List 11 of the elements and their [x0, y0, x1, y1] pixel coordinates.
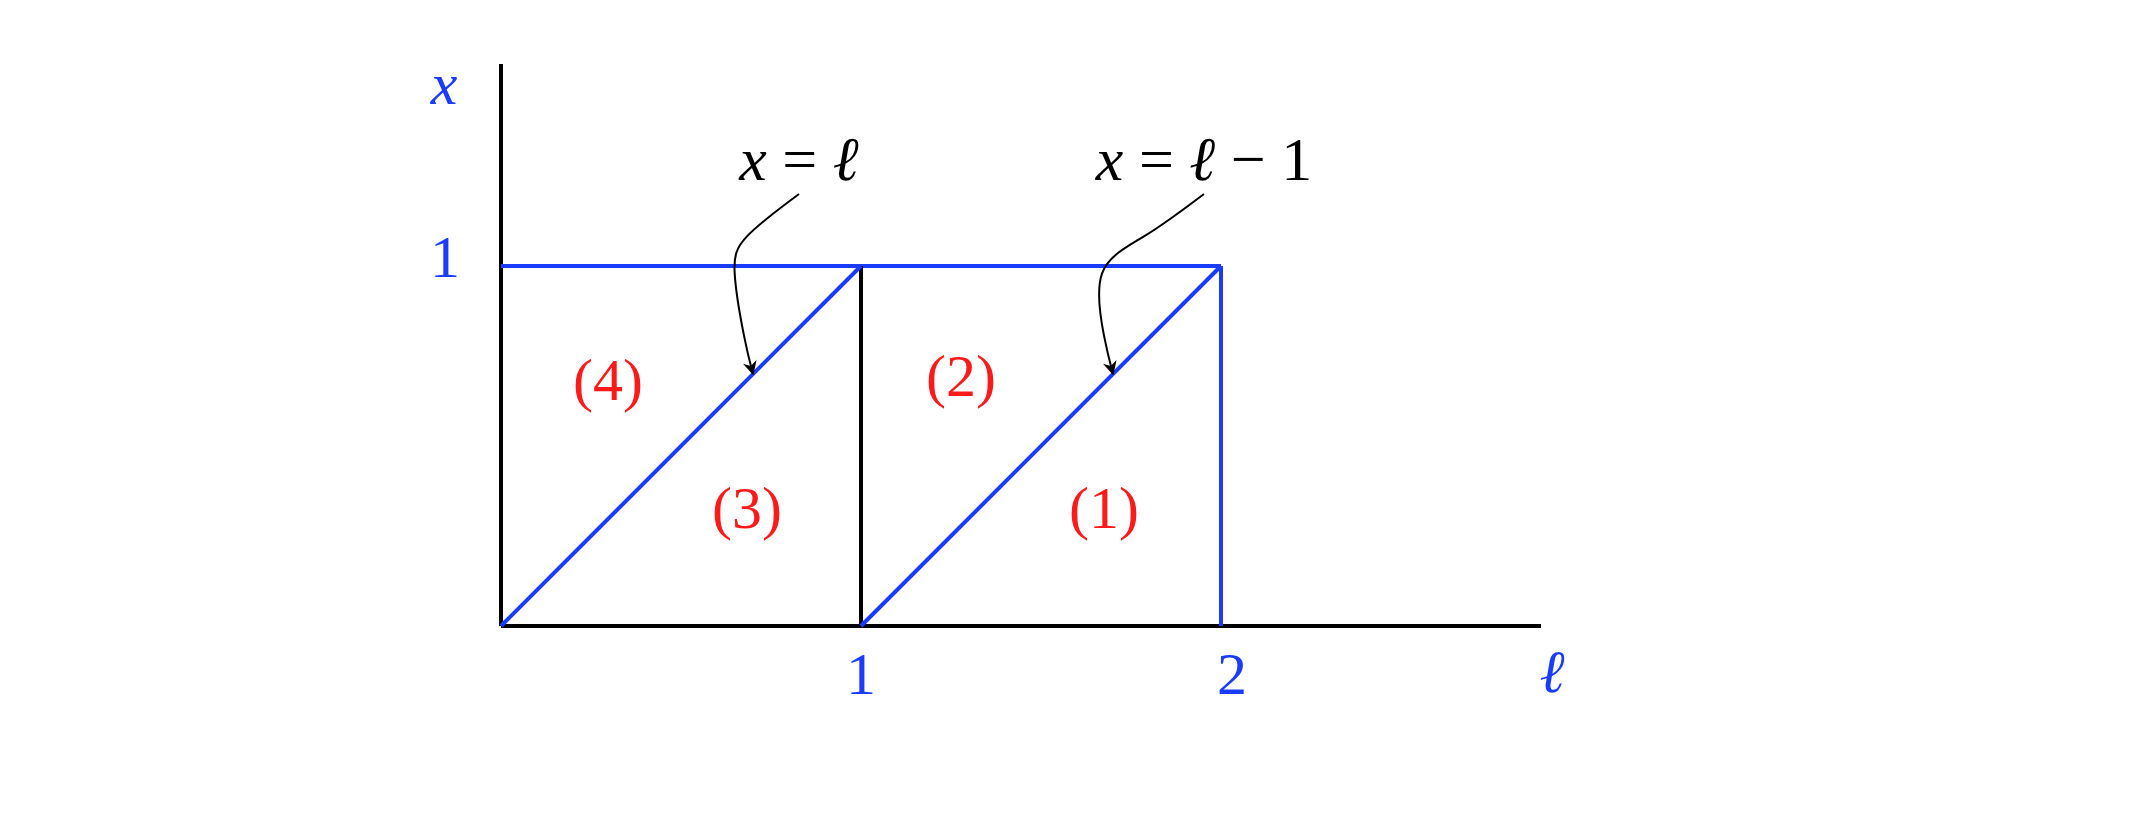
equation-label: x = ℓ: [739, 128, 859, 190]
diagonal-line: [499, 264, 863, 628]
tick-label: 1: [846, 644, 876, 704]
leader-line: [1097, 193, 1205, 376]
equation-label: x = ℓ − 1: [1095, 128, 1313, 190]
axis-label: x: [430, 54, 458, 114]
leader-line: [733, 193, 800, 376]
tick-label: 1: [430, 227, 460, 287]
tick-label: 2: [1217, 644, 1247, 704]
axis-label: ℓ: [1539, 642, 1565, 702]
diagonal-line: [859, 264, 1223, 628]
